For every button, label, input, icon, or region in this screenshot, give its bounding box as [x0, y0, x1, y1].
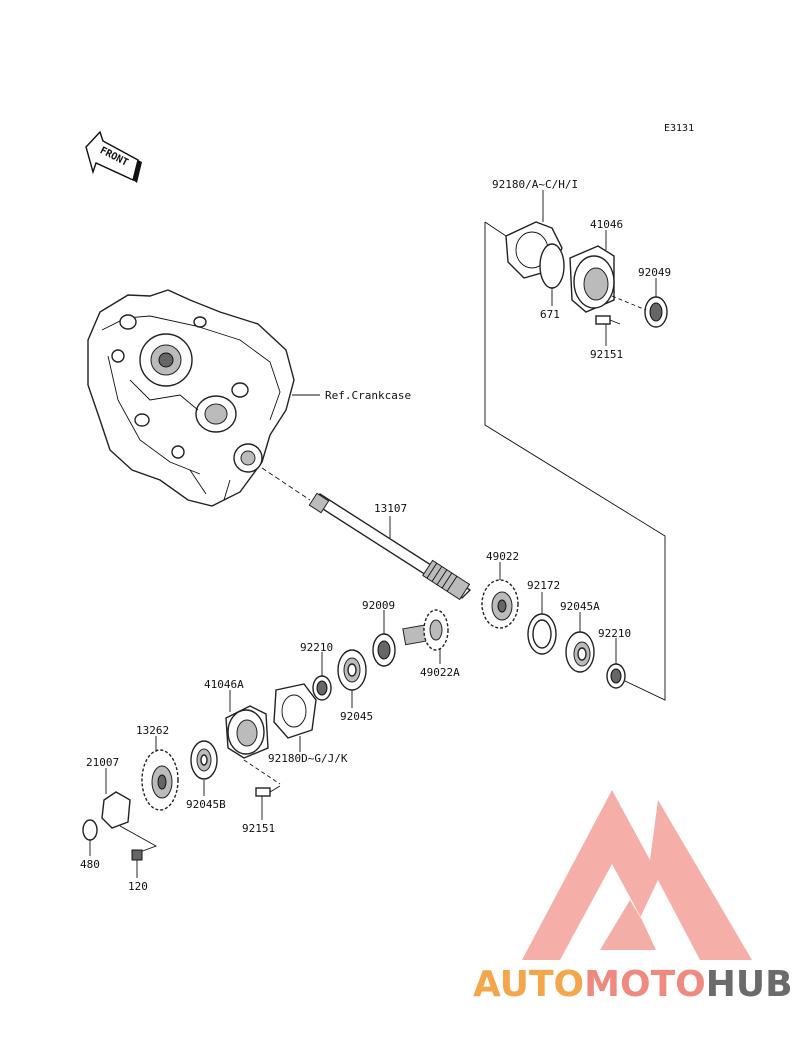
part-92045-bearing [337, 649, 367, 691]
label-41046: 41046 [590, 218, 623, 231]
part-41046A-housing [225, 705, 269, 759]
part-41046-housing [569, 245, 615, 313]
part-49022A-gear-shaft [402, 609, 449, 651]
label-92045A: 92045A [560, 600, 600, 613]
label-92151-top: 92151 [590, 348, 623, 361]
part-92049-seal [644, 296, 668, 328]
label-671: 671 [540, 308, 560, 321]
label-92210-right: 92210 [598, 627, 631, 640]
crankcase-ref-label: Ref.Crankcase [325, 389, 411, 402]
diagram-code: E3131 [664, 123, 694, 134]
label-49022: 49022 [486, 550, 519, 563]
part-671-oring [539, 243, 565, 289]
watermark-logo [522, 790, 752, 960]
part-480-circlip [82, 819, 98, 841]
watermark-text: AUTOMOTOHUB [473, 964, 793, 1005]
label-92172: 92172 [527, 579, 560, 592]
label-13107: 13107 [374, 502, 407, 515]
label-92045B: 92045B [186, 798, 226, 811]
part-92151-bolt-bottom [255, 785, 281, 797]
label-92045: 92045 [340, 710, 373, 723]
label-21007: 21007 [86, 756, 119, 769]
part-92210-seal-left [312, 675, 332, 701]
part-92172-ring [527, 613, 557, 655]
label-92210-left: 92210 [300, 641, 333, 654]
part-120-bolt [131, 849, 143, 861]
label-41046A: 41046A [204, 678, 244, 691]
label-480: 480 [80, 858, 100, 871]
part-92210-seal-right [606, 663, 626, 689]
label-92049: 92049 [638, 266, 671, 279]
part-92045A-bearing [565, 631, 595, 673]
front-arrow-icon: FRONT [85, 130, 142, 183]
label-92180-dk: 92180D~G/J/K [268, 752, 348, 765]
label-92009: 92009 [362, 599, 395, 612]
part-21007-plate [101, 791, 131, 829]
part-13107-shaft [308, 492, 472, 601]
part-92045B-bearing [190, 740, 218, 780]
label-120: 120 [128, 880, 148, 893]
label-49022A: 49022A [420, 666, 460, 679]
part-92151-bolt-top [595, 315, 621, 325]
part-92180D-gasket [273, 683, 317, 739]
crankcase-illustration [87, 289, 295, 507]
part-92009-collar [372, 633, 396, 667]
label-92151-bottom: 92151 [242, 822, 275, 835]
part-49022-gear [481, 579, 519, 629]
part-13262-gear [141, 749, 179, 811]
label-13262: 13262 [136, 724, 169, 737]
label-92180-aci: 92180/A~C/H/I [492, 178, 578, 191]
